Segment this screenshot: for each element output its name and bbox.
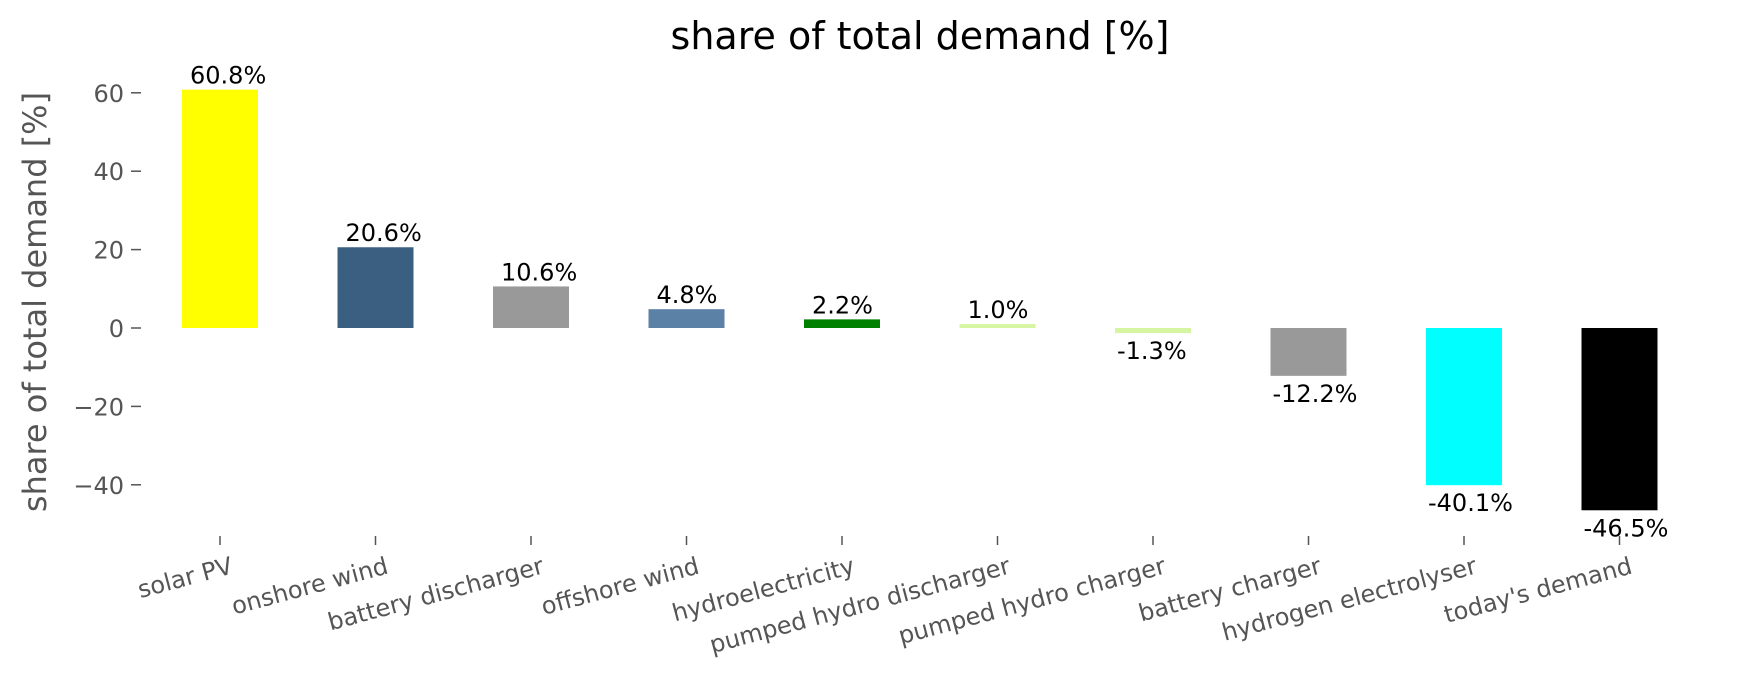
y-axis-label: share of total demand [%] [16,92,54,512]
x-tick-label: hydrogen electrolyser [1219,552,1480,647]
y-axis: −40 −20 0 20 40 60 [73,80,141,500]
data-label: 60.8% [190,62,266,90]
y-tick-label: −20 [73,393,124,421]
data-label: 4.8% [657,281,718,309]
bar [648,309,725,328]
y-tick-label: 20 [93,237,124,265]
bar [1426,328,1502,486]
data-label: -12.2% [1273,380,1358,408]
data-label: -40.1% [1428,489,1513,517]
data-label: 10.6% [501,258,577,286]
x-tick-label: pumped hydro charger [895,552,1168,650]
bar [959,324,1036,328]
data-label: 2.2% [812,291,873,319]
y-tick-label: 60 [93,80,124,108]
y-tick-label: −40 [73,472,124,500]
bar [337,247,414,328]
bars [182,89,1658,511]
y-tick-label: 40 [93,158,124,186]
data-label: 20.6% [346,219,422,247]
chart-title: share of total demand [%] [671,14,1170,58]
bar [182,89,258,328]
data-label: -46.5% [1584,514,1669,542]
data-label: 1.0% [968,296,1029,324]
bar [1270,328,1347,376]
data-label: -1.3% [1117,337,1187,365]
bar [493,286,569,328]
y-tick-label: 0 [109,315,124,343]
x-tick-label: solar PV [135,552,236,604]
bar [1115,328,1191,334]
data-labels: 60.8% 20.6% 10.6% 4.8% 2.2% 1.0% -1.3% -12.2% -4… [190,62,1668,543]
bar [1581,328,1658,511]
bar [804,319,880,328]
